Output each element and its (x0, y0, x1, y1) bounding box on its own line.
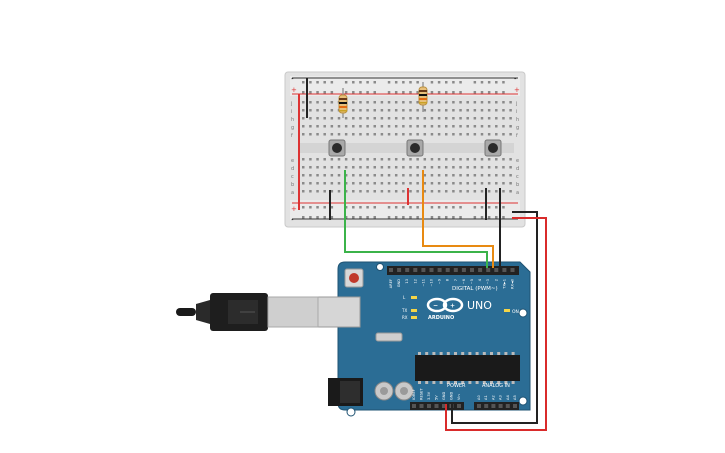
row-letter: e (291, 158, 294, 164)
rail-minus-label-bottom: - (291, 216, 294, 224)
digital-pin-label: 2 (494, 279, 498, 281)
l-led-label: L (403, 295, 406, 300)
row-letter: i (291, 109, 292, 115)
arduino-brand-label: ARDUINO (428, 315, 454, 321)
arduino-logo: − + (426, 297, 464, 313)
rail-minus-label: - (291, 75, 294, 83)
svg-text:−: − (433, 303, 438, 310)
row-letter: a (516, 190, 519, 196)
usb-port (317, 296, 361, 328)
analog-pin-label: A0 (477, 395, 481, 400)
power-pin-label: 5V (435, 395, 439, 400)
row-letter: d (291, 166, 294, 172)
rx-led-label: RX (402, 315, 408, 320)
rail-plus-label-right: + (514, 86, 520, 94)
row-letter: h (516, 117, 519, 123)
rail-minus-label-right: - (514, 75, 517, 83)
power-label: POWER (447, 383, 466, 389)
power-pin-label: IOREF (412, 389, 416, 400)
power-pin-label: GND (442, 392, 446, 400)
pushbutton-1[interactable] (328, 139, 346, 157)
row-letter: a (291, 190, 294, 196)
digital-pin-label: ~9 (438, 278, 442, 284)
digital-pin-label: 13 (405, 279, 409, 284)
atmega-chip (415, 352, 520, 384)
digital-header-label: DIGITAL (PWM~) (452, 286, 498, 292)
digital-pin-label: AREF (389, 279, 393, 288)
row-letter: b (516, 182, 519, 188)
digital-pin-label: 7 (454, 279, 458, 281)
analog-pin-label: A1 (484, 395, 488, 400)
analog-pin-label: A4 (506, 395, 510, 400)
row-letter: g (516, 125, 519, 131)
analog-label: ANALOG IN (482, 383, 510, 389)
analog-pin-label: A3 (499, 395, 503, 400)
pushbutton-3[interactable] (484, 139, 502, 157)
uno-label: UNO (467, 299, 492, 312)
arduino-uno-board: AREF GND 13 12 ~11 ~10 ~9 8 7 ~6 ~5 4 ~3 2 TX►1 RX◄0 DI… (317, 261, 531, 417)
row-letter: c (516, 174, 519, 180)
digital-pin-label: ~6 (462, 278, 466, 284)
digital-header (387, 266, 519, 275)
digital-pin-label: GND (397, 279, 401, 287)
resistor-1 (338, 88, 348, 118)
power-pin-label: GND (450, 392, 454, 400)
wire-orange (422, 170, 494, 268)
analog-pin-label: A2 (491, 395, 495, 400)
digital-pin-label: ~11 (421, 279, 425, 287)
crystal (375, 332, 403, 342)
digital-pin-label: ~3 (486, 279, 490, 284)
digital-pin-label: TX►1 (502, 279, 506, 290)
power-pin-label: Vin (457, 394, 461, 400)
svg-text:+: + (450, 303, 455, 310)
analog-header (474, 402, 519, 410)
resistor-2 (418, 82, 428, 112)
usb-cable (176, 293, 319, 331)
pushbutton-2[interactable] (406, 139, 424, 157)
digital-pin-label: ~10 (430, 278, 434, 286)
power-pin-label: 3.3V (427, 391, 431, 400)
row-letter: j (290, 101, 292, 107)
digital-pin-label: ~5 (470, 279, 474, 284)
digital-pin-label: 8 (446, 278, 450, 281)
row-letter: f (291, 133, 293, 139)
tx-led-label: TX (401, 308, 407, 313)
rail-plus-label-bottom: + (291, 205, 297, 213)
breadboard-jumpers (298, 78, 501, 220)
power-pin-label: RESET (420, 388, 424, 400)
digital-pin-label: 4 (478, 278, 482, 281)
on-led-label: ON (512, 309, 519, 315)
wires (344, 170, 547, 431)
wire-green (344, 170, 488, 268)
analog-pin-label: A5 (513, 395, 517, 400)
wire-red-5v (445, 217, 547, 431)
row-letter: i (516, 109, 517, 115)
digital-pin-label: 12 (413, 279, 417, 284)
rail-plus-label: + (291, 86, 297, 94)
row-letter: h (291, 117, 294, 123)
row-letter: c (291, 174, 294, 180)
digital-pin-label: RX◄0 (511, 278, 515, 289)
wire-black-gnd (451, 211, 538, 424)
row-letter: b (291, 182, 294, 188)
row-letter: f (516, 133, 518, 139)
row-letter: d (516, 166, 519, 172)
row-letter: e (516, 158, 519, 164)
row-letter: g (291, 125, 294, 131)
row-letter: j (515, 101, 517, 107)
